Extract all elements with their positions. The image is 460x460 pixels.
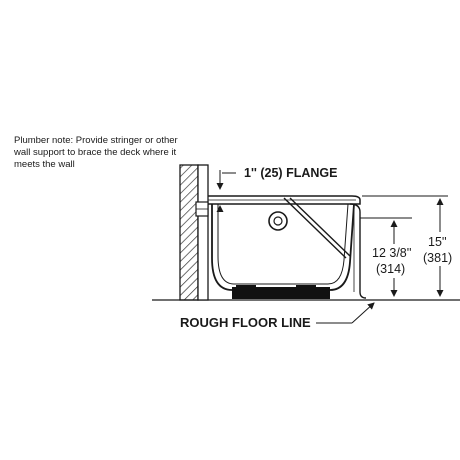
- plumber-note-line-1: Plumber note: Provide stringer or other: [14, 135, 178, 146]
- support-brace: [283, 197, 351, 259]
- total-height-dimension: 15'' (381): [362, 195, 458, 297]
- total-height-in: 15'': [428, 235, 447, 249]
- plumber-note: Plumber note: Provide stringer or other …: [13, 135, 178, 170]
- wall: [179, 164, 209, 301]
- inner-height-dimension: 12 3/8'' (314): [360, 217, 412, 297]
- plumber-note-line-2: wall support to brace the deck where it: [13, 147, 176, 158]
- tub-apron: [349, 203, 367, 299]
- floor-line-callout: ROUGH FLOOR LINE: [180, 302, 375, 330]
- wall-stringer: [195, 201, 209, 217]
- deck-flange: [208, 195, 361, 205]
- flange-callout: 1'' (25) FLANGE: [216, 166, 337, 212]
- floor-line-label: ROUGH FLOOR LINE: [180, 315, 311, 330]
- inner-height-in: 12 3/8'': [372, 246, 412, 260]
- inner-height-mm: (314): [376, 262, 405, 276]
- tub-base-pad: [232, 285, 330, 299]
- total-height-mm: (381): [423, 251, 452, 265]
- overflow-drain: [268, 211, 288, 231]
- flange-label: 1'' (25) FLANGE: [244, 166, 337, 180]
- plumber-note-line-3: meets the wall: [14, 159, 75, 170]
